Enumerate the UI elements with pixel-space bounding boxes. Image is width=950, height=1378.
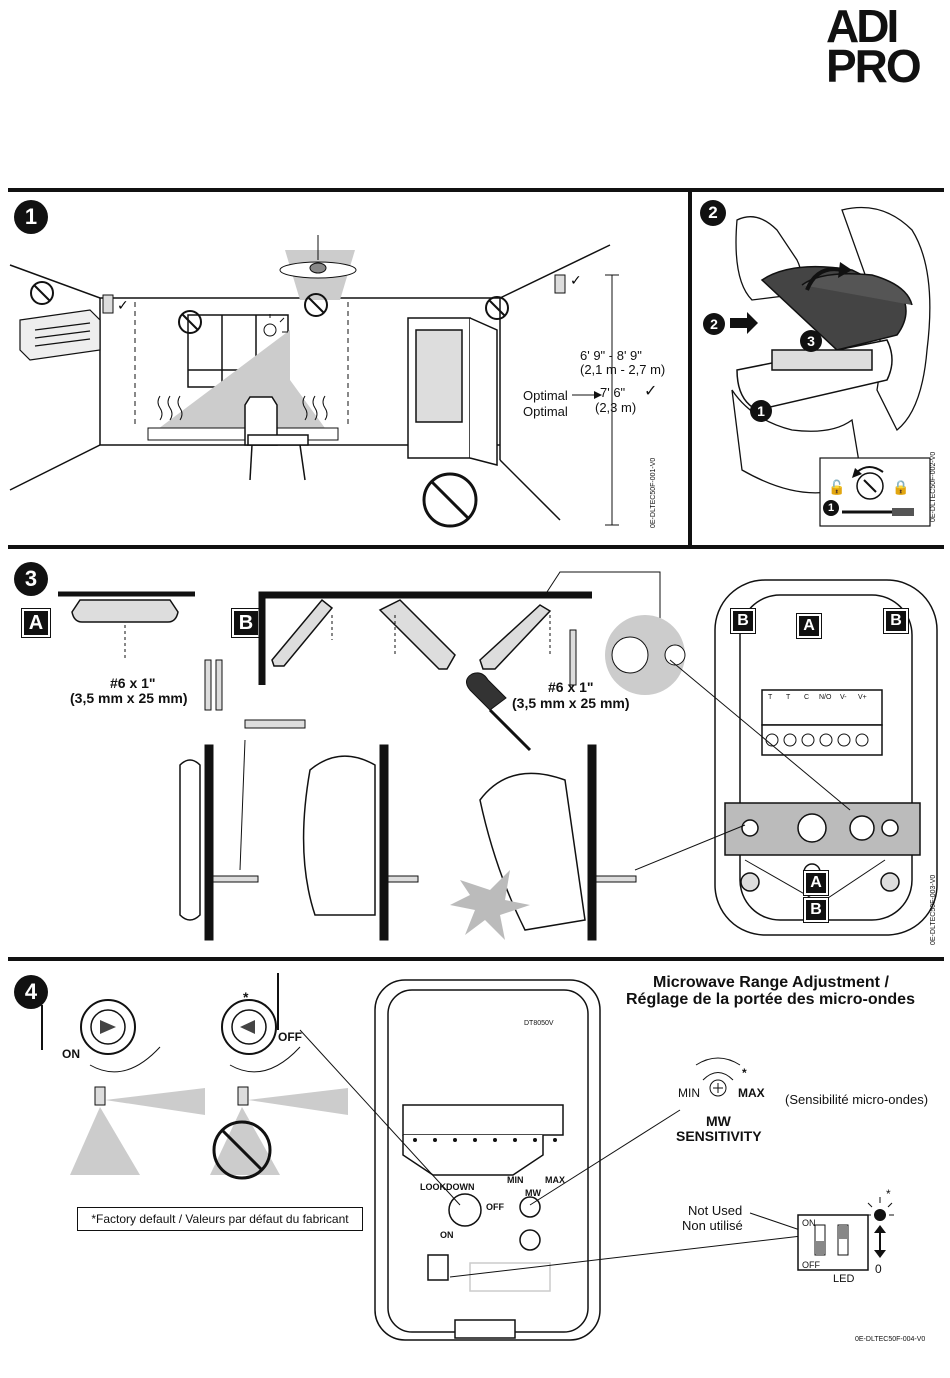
callout-2: 2 (703, 313, 725, 335)
screw-spec-a: #6 x 1" (110, 675, 156, 691)
mw-max-label: MAX (738, 1086, 765, 1100)
section-divider (8, 188, 944, 192)
plate-label-b-bottom: B (803, 897, 829, 923)
board-max-label: MAX (545, 1175, 565, 1185)
board-model-label: DT8050V (524, 1020, 554, 1027)
led-label: LED (833, 1273, 855, 1285)
ceiling-fan (279, 235, 357, 300)
height-range-label: 6' 9" - 8' 9" (580, 348, 642, 363)
callout-1: 1 (750, 400, 772, 422)
terminal-c: C (804, 694, 810, 701)
section-4-title-en: Microwave Range Adjustment / (653, 974, 889, 991)
screw-spec-b: #6 x 1" (548, 679, 594, 695)
lookdown-label: LOOKDOWN (420, 1182, 475, 1192)
brand-logo-line2: PRO (826, 40, 922, 92)
knob-off-label: OFF (278, 1030, 302, 1044)
step-4-badge: 4 (14, 975, 48, 1009)
plate-label-a-bottom: A (803, 870, 829, 896)
mw-asterisk: * (742, 1066, 747, 1080)
callout-3: 3 (800, 330, 822, 352)
mw-min-label: MIN (678, 1086, 700, 1100)
height-range-metric-label: (2,1 m - 2,7 m) (580, 362, 666, 377)
step-2-badge: 2 (700, 200, 726, 226)
mounting-diagram (58, 571, 938, 941)
knob-on-label: ON (62, 1047, 80, 1061)
terminal-no: N/O (819, 694, 832, 701)
terminal-t2: T (786, 694, 791, 701)
board-mw-label: MW (525, 1188, 541, 1198)
section-divider (8, 545, 944, 549)
factory-default-note: *Factory default / Valeurs par défaut du… (77, 1207, 363, 1231)
sensor-opening-diagram: 🔓 🔒 (730, 206, 931, 527)
led-asterisk: * (886, 1187, 891, 1201)
range-adjustment-diagram (41, 973, 894, 1341)
section-divider (8, 957, 944, 961)
screw-spec-a-metric: (3,5 mm x 25 mm) (70, 690, 188, 706)
screw-spec-b-metric: (3,5 mm x 25 mm) (512, 695, 630, 711)
svg-text:🔓: 🔓 (828, 479, 845, 496)
plate-label-a-top: A (796, 613, 822, 639)
optimal-label-fr: Optimal (523, 404, 568, 419)
step-3-badge: 3 (14, 562, 48, 596)
step-1-badge: 1 (14, 200, 48, 234)
not-used-en: Not Used (688, 1203, 743, 1218)
optimal-metric-label: (2,3 m) (595, 400, 637, 415)
factory-asterisk: * (243, 989, 249, 1005)
svg-text:✓: ✓ (117, 298, 129, 314)
figure-code-3: 0E-DLTEC50F-003-V0 (930, 874, 937, 945)
board-off-label: OFF (486, 1202, 504, 1212)
terminal-v-minus: V- (840, 694, 847, 701)
room-diagram: ✓ ✓ (9, 235, 619, 528)
mw-sensitivity-line2: SENSITIVITY (676, 1128, 762, 1144)
plate-label-b-left: B (730, 608, 756, 634)
led-zero-label: 0 (875, 1262, 882, 1276)
optimal-value-label: 7' 6" (600, 385, 626, 400)
not-used-fr: Non utilisé (682, 1218, 743, 1233)
mw-sensitivity-fr: (Sensibilité micro-ondes) (785, 1092, 929, 1107)
figure-code-4: 0E-DLTEC50F-004-V0 (855, 1336, 926, 1343)
terminal-t1: T (768, 694, 773, 701)
plate-label-b-right: B (883, 608, 909, 634)
brand-logo-line1: ADI (826, 0, 899, 52)
terminal-v-plus: V+ (858, 694, 867, 701)
mount-label-b: B (231, 608, 261, 638)
svg-text:✓: ✓ (570, 273, 582, 289)
dip-switch-on-label: ON (802, 1218, 816, 1228)
optimal-label-en: Optimal (523, 388, 568, 403)
figure-code-2: 0E-DLTEC50F-002-V0 (930, 451, 937, 522)
figure-code-1: 0E-DLTEC50F-001-V0 (650, 457, 657, 528)
section-divider-vertical (688, 190, 692, 545)
section-4-title-fr: Réglage de la portée des micro-ondes (626, 991, 915, 1008)
inset-callout-1: 1 (823, 500, 839, 516)
board-min-label: MIN (507, 1175, 524, 1185)
mount-label-a: A (21, 608, 51, 638)
check-icon: ✓ (644, 383, 658, 400)
board-on-label: ON (440, 1230, 454, 1240)
svg-text:🔒: 🔒 (892, 480, 909, 496)
dip-switch-off-label: OFF (802, 1260, 820, 1270)
mw-sensitivity-line1: MW (706, 1113, 731, 1129)
